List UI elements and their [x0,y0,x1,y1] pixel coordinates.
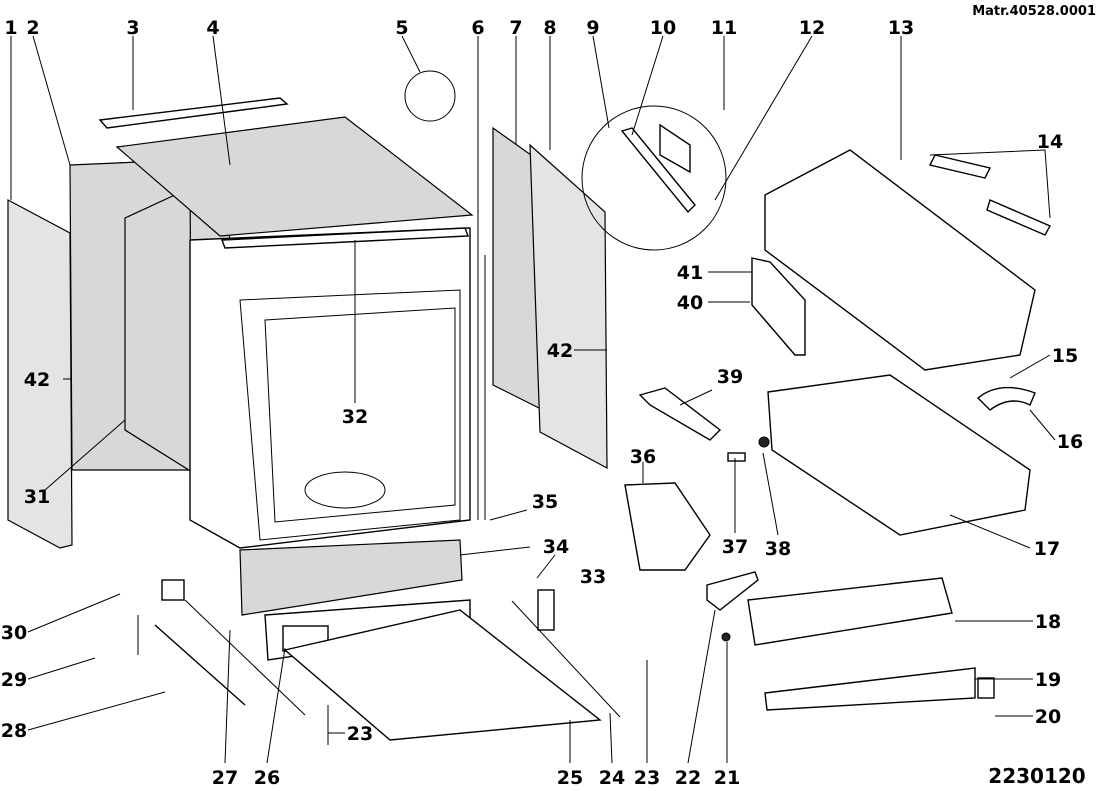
part-side-insulation [124,187,193,474]
part-detail-hinge-circle [404,70,456,122]
part-pin [727,452,746,462]
part-lower-basket [767,374,1031,536]
callout-33: 33 [580,566,606,588]
part-left-side-panel [7,199,73,549]
part-cutlery-shelf [638,387,722,441]
part-basket-rail [751,257,806,356]
callout-5: 5 [395,17,408,39]
part-spray-arm-holder [976,386,1036,411]
tub-sump [304,471,386,509]
callout-15: 15 [1052,345,1078,367]
callout-31: 31 [24,486,50,508]
callout-10: 10 [650,17,676,39]
callout-13: 13 [888,17,914,39]
callout-7: 7 [509,17,522,39]
part-top-panel [115,116,474,237]
part-top-strip [98,97,289,129]
callout-39: 39 [717,366,743,388]
part-strip [154,624,246,706]
callout-32: 32 [342,406,368,428]
callout-35: 35 [532,491,558,513]
material-code: Matr.40528.0001 [972,4,1096,19]
part-dispenser [706,571,759,611]
part-clip [977,677,995,699]
callout-19: 19 [1035,669,1061,691]
callout-12: 12 [799,17,825,39]
part-door-switch [161,579,185,601]
diagram-code: 2230120 [988,764,1085,788]
callout-1: 1 [4,17,17,39]
callout-36: 36 [630,446,656,468]
part-kickplate [747,577,953,646]
callout-21: 21 [714,767,740,789]
part-tub [189,227,471,549]
callout-38: 38 [765,538,791,560]
part-top-rail [221,227,469,249]
callout-40: 40 [677,292,703,314]
part-basket-clip-2 [986,199,1051,236]
part-wheel [758,436,770,448]
callout-23-left: 23 [347,723,373,745]
part-detail-circle [581,105,727,251]
callout-29: 29 [1,669,27,691]
callout-26: 26 [254,767,280,789]
callout-24: 24 [599,767,625,789]
callout-41: 41 [677,262,703,284]
callout-16: 16 [1057,431,1083,453]
callout-34: 34 [543,536,569,558]
part-guide-bar [620,127,696,214]
callout-2: 2 [26,17,39,39]
callout-22: 22 [675,767,701,789]
part-basket-clip-1 [928,154,992,179]
callout-14: 14 [1037,131,1063,153]
callout-17: 17 [1034,538,1060,560]
part-cutlery-basket [624,482,711,571]
tub-inner-frame [239,289,461,541]
leader-lines [10,35,1056,764]
part-cable [184,599,306,716]
callout-28: 28 [1,720,27,742]
callout-23-right: 23 [634,767,660,789]
callout-4: 4 [206,17,219,39]
part-rod [511,600,621,718]
callout-9: 9 [586,17,599,39]
callout-25: 25 [557,767,583,789]
callout-42-left: 42 [24,369,50,391]
part-hinge [537,589,555,631]
callout-37: 37 [722,536,748,558]
callout-20: 20 [1035,706,1061,728]
part-upper-basket [764,149,1036,371]
callout-18: 18 [1035,611,1061,633]
callout-3: 3 [126,17,139,39]
callout-labels: 1 2 3 4 5 6 7 8 9 10 11 12 13 14 15 16 1… [1,17,1083,789]
part-base-strip [764,667,976,711]
callout-8: 8 [543,17,556,39]
part-bracket [659,123,691,174]
part-right-side-panel [529,143,608,470]
part-inner-door [283,609,602,741]
callout-42-right: 42 [547,340,573,362]
part-small-knob [721,632,731,642]
callout-27: 27 [212,767,238,789]
callout-30: 30 [1,622,27,644]
tub-inner-frame-2 [264,307,456,523]
callout-6: 6 [471,17,484,39]
callout-11: 11 [711,17,737,39]
part-door-panel [239,539,463,616]
